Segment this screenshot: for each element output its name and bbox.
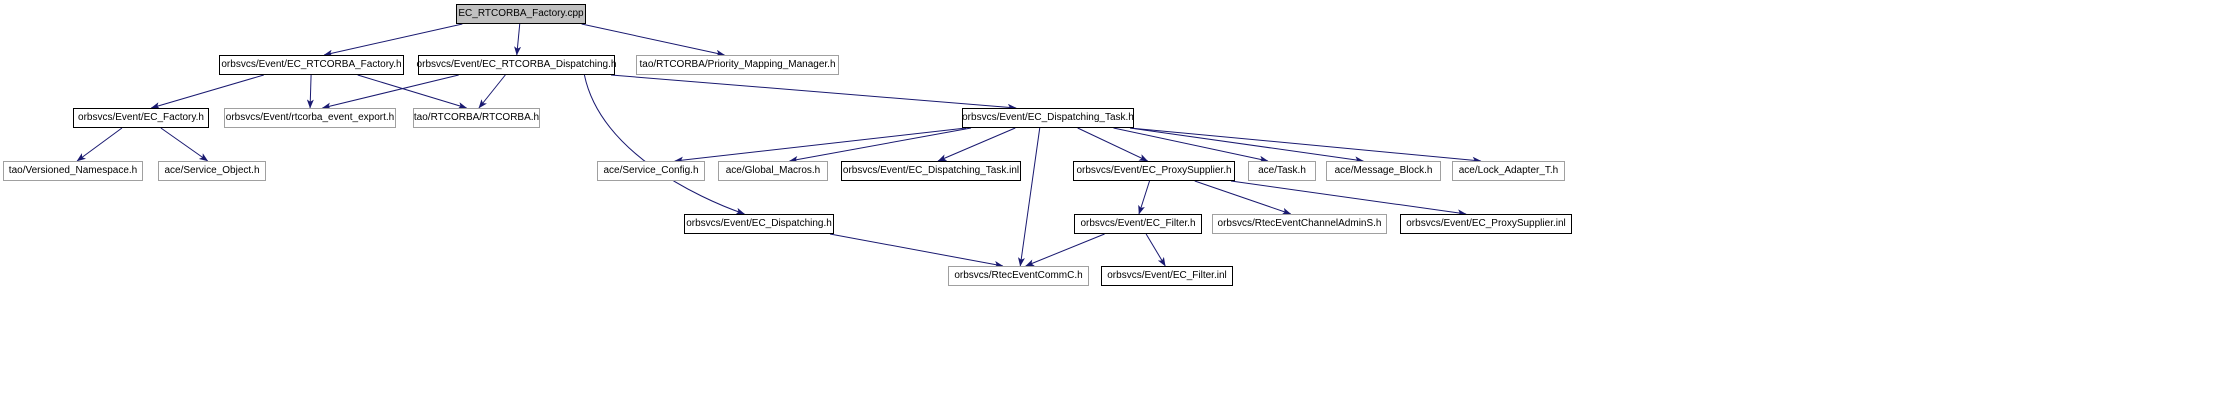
graph-node-label: ace/Task.h (1258, 165, 1306, 176)
graph-node-label: orbsvcs/Event/EC_Dispatching_Task.h (962, 112, 1134, 123)
graph-node-label: tao/Versioned_Namespace.h (8, 165, 138, 176)
graph-node-label: orbsvcs/Event/EC_Filter.inl (1107, 270, 1227, 281)
graph-edge (321, 74, 459, 110)
graph-node-label: orbsvcs/Event/EC_Filter.h (1080, 218, 1196, 229)
graph-node[interactable]: orbsvcs/Event/EC_RTCORBA_Factory.h (219, 55, 404, 75)
graph-edge (1077, 127, 1149, 162)
graph-node-label: ace/Service_Config.h (603, 165, 699, 176)
graph-node-label: tao/RTCORBA/Priority_Mapping_Manager.h (639, 59, 836, 70)
graph-node[interactable]: EC_RTCORBA_Factory.cpp (456, 4, 586, 24)
graph-edge (1129, 127, 1364, 164)
graph-node[interactable]: ace/Lock_Adapter_T.h (1452, 161, 1565, 181)
graph-node[interactable]: tao/Versioned_Namespace.h (3, 161, 143, 181)
graph-node[interactable]: orbsvcs/Event/EC_Dispatching_Task.inl (841, 161, 1021, 181)
graph-node-label: orbsvcs/Event/rtcorba_event_export.h (225, 112, 395, 123)
graph-node-label: ace/Service_Object.h (164, 165, 260, 176)
graph-edge (478, 74, 506, 109)
graph-node[interactable]: tao/RTCORBA/RTCORBA.h (413, 108, 540, 128)
graph-node[interactable]: orbsvcs/Event/EC_Dispatching_Task.h (962, 108, 1134, 128)
graph-edge (1145, 233, 1166, 267)
graph-node-label: orbsvcs/RtecEventChannelAdminS.h (1217, 218, 1382, 229)
graph-node-label: orbsvcs/Event/EC_ProxySupplier.h (1076, 165, 1232, 176)
graph-edge (1113, 127, 1269, 163)
graph-node[interactable]: orbsvcs/Event/EC_ProxySupplier.inl (1400, 214, 1572, 234)
graph-edge (937, 127, 1016, 162)
graph-edge (1230, 180, 1467, 217)
graph-edge (789, 127, 972, 163)
graph-node-label: ace/Message_Block.h (1334, 165, 1433, 176)
graph-edge (1129, 127, 1482, 164)
graph-edge (323, 23, 463, 57)
graph-node[interactable]: orbsvcs/Event/EC_Filter.h (1074, 214, 1202, 234)
graph-edge (583, 74, 745, 215)
graph-node-label: orbsvcs/Event/EC_Dispatching_Task.inl (842, 165, 1020, 176)
graph-edge (581, 23, 725, 57)
graph-edge (1194, 180, 1292, 215)
graph-node[interactable]: orbsvcs/Event/EC_ProxySupplier.h (1073, 161, 1235, 181)
graph-node-label: ace/Global_Macros.h (725, 165, 821, 176)
graph-node[interactable]: ace/Service_Object.h (158, 161, 266, 181)
graph-node-label: EC_RTCORBA_Factory.cpp (458, 8, 584, 19)
graph-node[interactable]: tao/RTCORBA/Priority_Mapping_Manager.h (636, 55, 839, 75)
graph-node-label: tao/RTCORBA/RTCORBA.h (413, 112, 540, 123)
graph-node[interactable]: orbsvcs/Event/EC_Factory.h (73, 108, 209, 128)
graph-edge (150, 74, 264, 109)
graph-node-label: orbsvcs/Event/EC_ProxySupplier.inl (1406, 218, 1566, 229)
graph-node[interactable]: ace/Service_Config.h (597, 161, 705, 181)
graph-node-label: orbsvcs/Event/EC_Dispatching.h (686, 218, 832, 229)
graph-node-label: orbsvcs/Event/EC_RTCORBA_Factory.h (221, 59, 402, 70)
graph-node-label: ace/Lock_Adapter_T.h (1458, 165, 1559, 176)
graph-edge (160, 127, 209, 162)
graph-node[interactable]: orbsvcs/Event/EC_Dispatching.h (684, 214, 834, 234)
graph-edge (306, 74, 314, 109)
graph-node-label: orbsvcs/Event/EC_Factory.h (78, 112, 204, 123)
graph-node-label: orbsvcs/Event/EC_RTCORBA_Dispatching.h (416, 59, 617, 70)
graph-node[interactable]: orbsvcs/Event/EC_RTCORBA_Dispatching.h (417, 55, 616, 75)
graph-edge (514, 23, 522, 56)
graph-edge (674, 127, 967, 164)
graph-node[interactable]: orbsvcs/Event/rtcorba_event_export.h (224, 108, 396, 128)
graph-node[interactable]: ace/Message_Block.h (1326, 161, 1441, 181)
graph-node[interactable]: ace/Global_Macros.h (718, 161, 828, 181)
graph-node[interactable]: orbsvcs/RtecEventChannelAdminS.h (1212, 214, 1387, 234)
graph-node[interactable]: ace/Task.h (1248, 161, 1316, 181)
graph-edge (829, 233, 1004, 268)
graph-edge (610, 74, 1017, 111)
graph-node[interactable]: orbsvcs/RtecEventCommC.h (948, 266, 1089, 286)
graph-edge (1017, 127, 1041, 267)
graph-node-label: orbsvcs/RtecEventCommC.h (954, 270, 1083, 281)
graph-node[interactable]: orbsvcs/Event/EC_Filter.inl (1101, 266, 1233, 286)
graph-edge (1138, 180, 1150, 215)
graph-edge (357, 74, 468, 109)
graph-edge (1025, 233, 1105, 267)
graph-edge (76, 127, 123, 162)
